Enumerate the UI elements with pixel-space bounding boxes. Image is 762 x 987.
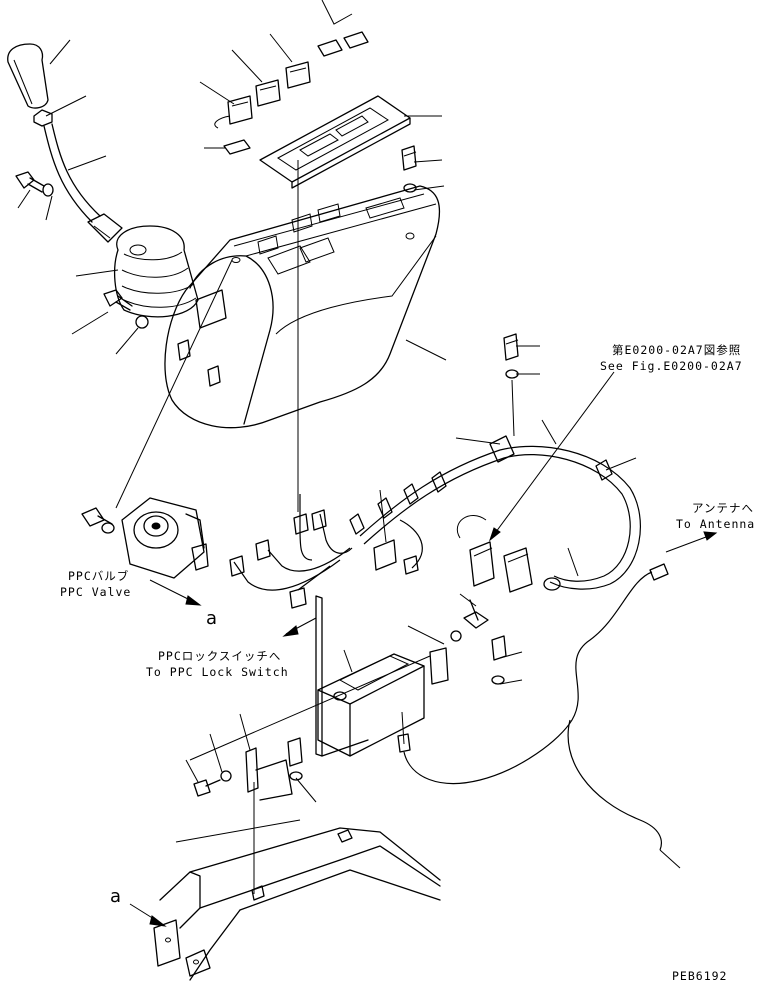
blank-caps bbox=[317, 31, 369, 57]
view-a-arrow bbox=[129, 903, 167, 927]
box-bracket bbox=[245, 595, 449, 801]
ppc-valve-note-jp: PPCバルブ bbox=[68, 569, 129, 583]
floor-frame bbox=[153, 827, 441, 981]
leader-lines bbox=[17, 0, 681, 894]
view-mark-a-lower: a bbox=[110, 886, 121, 907]
antenna-cable bbox=[403, 563, 669, 851]
antenna-note-en: To Antenna bbox=[676, 517, 755, 531]
lever-knob bbox=[7, 43, 49, 109]
see-fig-arrow bbox=[488, 371, 615, 542]
lever-boot bbox=[114, 225, 199, 318]
antenna-note-jp: アンテナへ bbox=[692, 501, 754, 515]
rocker-switches bbox=[214, 61, 311, 155]
view-mark-a-upper: a bbox=[206, 608, 217, 629]
ppc-lock-note-jp: PPCロックスイッチへ bbox=[158, 649, 281, 663]
harness-bolt bbox=[503, 333, 519, 437]
bracket-fasteners bbox=[193, 599, 507, 797]
lever-bolt bbox=[15, 171, 54, 197]
see-fig-note-en: See Fig.E0200-02A7 bbox=[600, 359, 743, 373]
ppc-valve bbox=[81, 497, 209, 579]
ppc-lock-note-en: To PPC Lock Switch bbox=[146, 665, 289, 679]
ppc-valve-arrow bbox=[149, 579, 202, 606]
see-fig-note-jp: 第E0200-02A7図参照 bbox=[612, 343, 741, 357]
switch-box bbox=[317, 653, 425, 757]
ppc-lock-arrow bbox=[282, 617, 317, 637]
switch-plate bbox=[259, 95, 411, 189]
antenna-arrow bbox=[665, 531, 718, 553]
ppc-valve-note-en: PPC Valve bbox=[60, 585, 131, 599]
lever-nut bbox=[33, 109, 53, 127]
console-box bbox=[164, 185, 441, 429]
boot-bolt bbox=[103, 289, 149, 329]
wiring-harness bbox=[229, 435, 641, 609]
plate-screw bbox=[401, 145, 417, 193]
drawing-code: PEB6192 bbox=[672, 969, 727, 983]
lever-rod bbox=[43, 123, 123, 243]
